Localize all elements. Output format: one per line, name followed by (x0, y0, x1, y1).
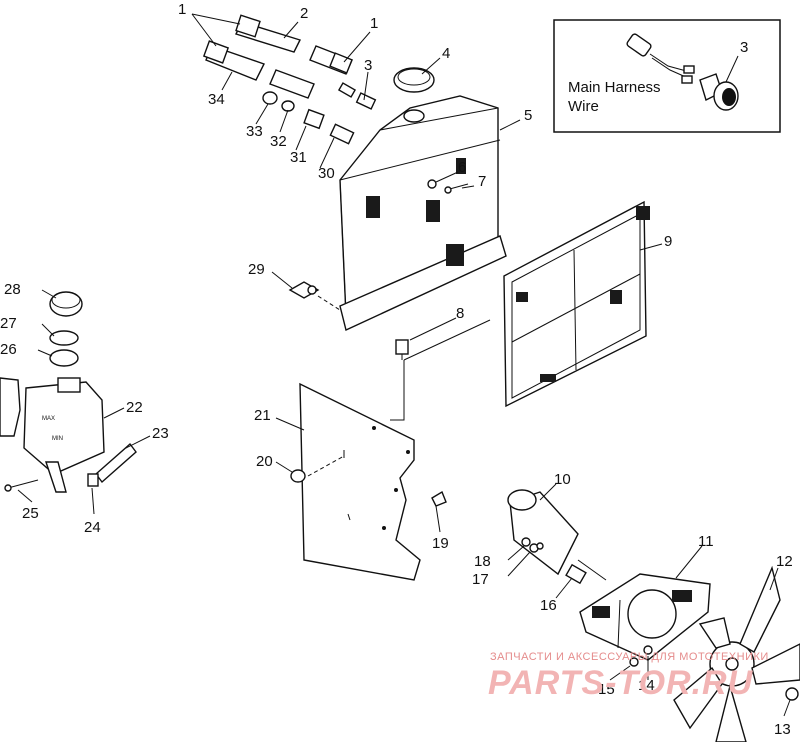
inset-box: Main Harness Wire 3 (553, 19, 781, 133)
overflow-bottle-drawing: MAX MIN (0, 377, 105, 493)
callout-17: 17 (472, 571, 489, 588)
callout-4: 4 (442, 45, 450, 62)
callout-6: 6 (458, 159, 466, 176)
tank-min-label: MIN (52, 436, 63, 442)
callout-9: 9 (664, 233, 672, 250)
inset-callout: 3 (740, 39, 748, 56)
callout-32: 32 (270, 133, 287, 150)
fan-blade-drawing (673, 565, 800, 742)
callout-30: 30 (318, 165, 335, 182)
callout-26: 26 (0, 341, 17, 358)
callout-11: 11 (698, 533, 714, 550)
grille-screen-drawing (503, 200, 650, 408)
watermark-brand: PARTS-TOR.RU (488, 664, 754, 702)
callout-34: 34 (208, 91, 225, 108)
grommet-drawing (395, 339, 409, 360)
tank-max-label: MAX (42, 416, 55, 422)
callout-14: 14 (638, 677, 655, 694)
callout-2: 2 (300, 5, 308, 22)
callout-16: 16 (540, 597, 557, 614)
callout-5: 5 (524, 107, 532, 124)
callout-25: 25 (22, 505, 39, 522)
fan-bracket-drawing (579, 573, 711, 661)
callout-19: 19 (432, 535, 449, 552)
callout-8: 8 (456, 305, 464, 322)
callout-10: 10 (554, 471, 571, 488)
callout-24: 24 (84, 519, 101, 536)
callout-13: 13 (774, 721, 791, 738)
callout-1-b: 1 (370, 15, 378, 32)
leader-lines (17, 13, 791, 717)
callout-18: 18 (474, 553, 491, 570)
callout-3: 3 (364, 57, 372, 74)
inset-label-line2: Wire (568, 98, 599, 115)
callout-1: 1 (178, 1, 186, 18)
fan-motor-drawing (507, 489, 587, 585)
callout-21: 21 (254, 407, 271, 424)
radiator-drawing (339, 95, 507, 331)
callout-27: 27 (0, 315, 17, 332)
harness-connector-drawing (626, 33, 695, 84)
callout-7: 7 (478, 173, 486, 190)
callout-29: 29 (248, 261, 265, 278)
bracket-29-drawing (288, 281, 320, 299)
callout-33: 33 (246, 123, 263, 140)
callout-28: 28 (4, 281, 21, 298)
hose-23-drawing (95, 442, 137, 484)
callout-20: 20 (256, 453, 273, 470)
radiator-cap-drawing (393, 67, 435, 93)
fan-shroud-drawing (299, 382, 421, 581)
callout-15: 15 (598, 681, 615, 698)
watermark: ЗАПЧАСТИ И АКСЕССУАРЫ ДЛЯ МОТОТЕХНИКИ PA… (488, 651, 769, 702)
watermark-tagline: ЗАПЧАСТИ И АКСЕССУАРЫ ДЛЯ МОТОТЕХНИКИ (490, 651, 769, 663)
callout-23: 23 (152, 425, 169, 442)
callout-31: 31 (290, 149, 307, 166)
upper-hoses (202, 14, 377, 145)
tank-cap-drawing (49, 291, 83, 317)
callout-12: 12 (776, 553, 793, 570)
callout-22: 22 (126, 399, 143, 416)
inset-label-line1: Main Harness (568, 79, 661, 96)
